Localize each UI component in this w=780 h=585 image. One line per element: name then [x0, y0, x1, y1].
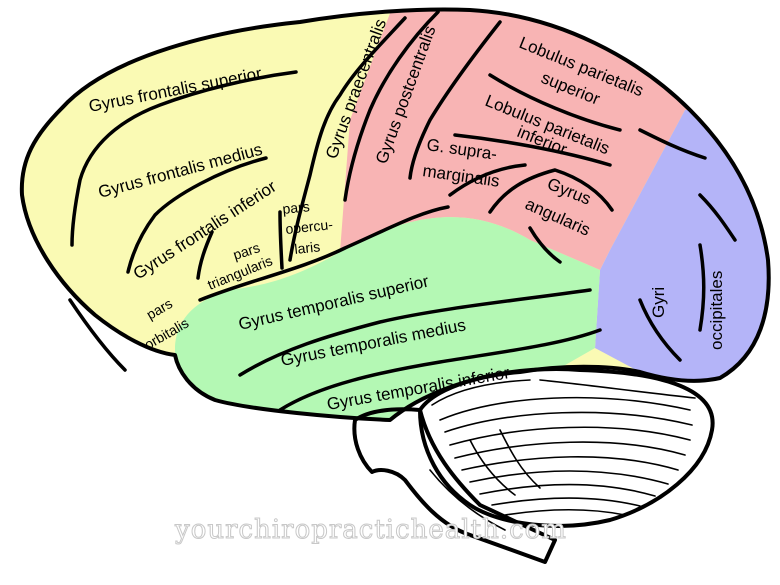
angular-sulcus [488, 168, 614, 214]
occipital-sulcus-2 [698, 193, 737, 242]
pars-tri-ramus [278, 210, 284, 270]
intraparietal-sulcus [453, 133, 612, 167]
inf-temporal-sulcus [278, 328, 602, 412]
orbital-sulcus [68, 298, 127, 372]
label-pars-opercularis-3: laris [294, 238, 321, 257]
occipital-sulcus-4 [638, 298, 682, 362]
label-pars-opercularis-1: pars [282, 198, 311, 217]
temporal-branch [528, 226, 562, 264]
label-occipitales: occipitales [707, 271, 726, 350]
occipital-sulcus-1 [638, 128, 707, 160]
lateral-sulcus [198, 205, 450, 302]
inf-frontal-sulcus [126, 156, 268, 274]
supramarginal-sulcus [448, 163, 527, 197]
cerebellum [418, 367, 715, 528]
postcentral-sulcus [408, 20, 502, 180]
sup-temporal-sulcus [238, 288, 592, 377]
sulci [68, 10, 737, 412]
precentral-sulcus [288, 16, 407, 262]
label-pars-opercularis-2: opercu- [285, 216, 334, 237]
parietal-sulcus-2 [488, 73, 622, 132]
watermark: yourchiropractichealth.com [174, 515, 567, 545]
pars-ascending-ramus [196, 230, 214, 280]
label-gyri: Gyri [649, 287, 668, 318]
sup-frontal-sulcus [70, 70, 298, 247]
central-sulcus [343, 10, 440, 202]
occipital-lobe [595, 110, 769, 420]
brain-outline [19, 7, 771, 422]
occipital-sulcus-3 [698, 243, 706, 332]
brainstem [352, 407, 557, 564]
